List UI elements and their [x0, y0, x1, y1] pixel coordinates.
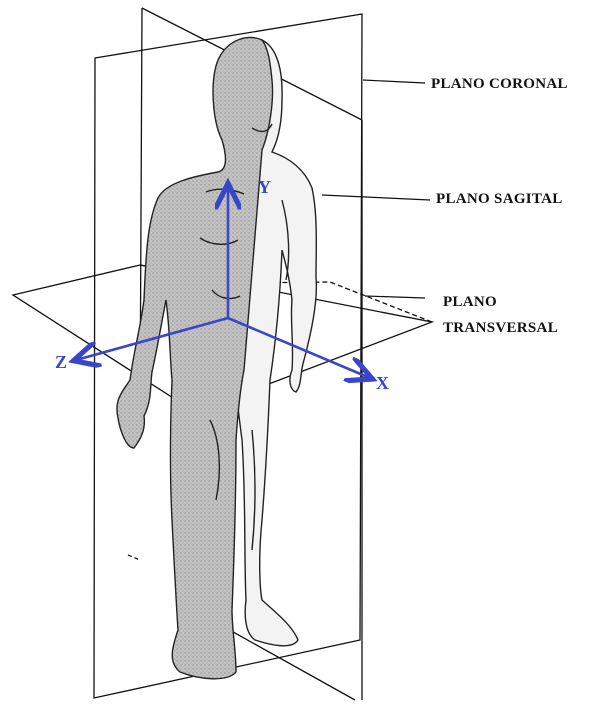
- sagital-leader: [322, 195, 430, 200]
- x-axis-label: X: [376, 373, 389, 393]
- transversal-leader: [365, 296, 425, 298]
- leader-lines: [322, 80, 430, 298]
- label-plano-transversal-line1: PLANO: [443, 293, 497, 312]
- label-plano-sagital: PLANO SAGITAL: [436, 190, 563, 209]
- human-figure: [117, 37, 316, 678]
- z-axis-label: Z: [55, 352, 67, 372]
- coronal-leader: [363, 80, 425, 83]
- label-plano-coronal: PLANO CORONAL: [431, 75, 568, 94]
- y-axis-label: Y: [258, 177, 271, 197]
- label-plano-transversal-line2: TRANSVERSAL: [443, 319, 558, 338]
